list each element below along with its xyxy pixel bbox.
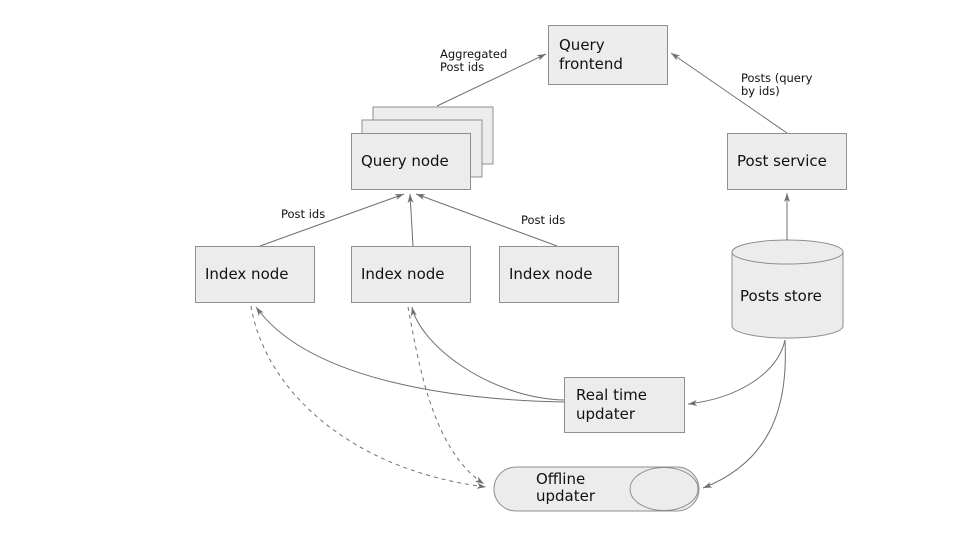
post-service-label: Post service bbox=[737, 152, 827, 170]
edge-indexnode1-to-offlineupdater-dashed bbox=[250, 305, 487, 489]
real-time-updater-label-line2: updater bbox=[576, 405, 636, 423]
index-node-1-label: Index node bbox=[205, 265, 289, 283]
aggregated-post-ids-line2: Post ids bbox=[440, 60, 485, 74]
node-post-service: Post service bbox=[727, 133, 847, 190]
edge-querynode-to-queryfrontend bbox=[436, 53, 547, 107]
node-index-node-2: Index node bbox=[351, 246, 471, 303]
node-real-time-updater: Real time updater bbox=[564, 377, 685, 433]
edge-indexnode1-to-querynode bbox=[259, 193, 405, 247]
edge-label-posts-query-by-ids: Posts (query by ids) bbox=[741, 72, 812, 98]
index-node-3-label: Index node bbox=[509, 265, 593, 283]
query-frontend-label-line2: frontend bbox=[559, 55, 623, 73]
node-index-node-3: Index node bbox=[499, 246, 619, 303]
node-index-node-1: Index node bbox=[195, 246, 315, 303]
posts-store-cylinder-body bbox=[731, 251, 844, 339]
edge-postservice-to-queryfrontend bbox=[670, 52, 788, 134]
aggregated-post-ids-line1: Aggregated bbox=[440, 47, 508, 61]
posts-store-cylinder-top bbox=[731, 239, 844, 265]
node-query-frontend: Query frontend bbox=[548, 25, 668, 85]
edge-indexnode3-to-querynode bbox=[415, 193, 558, 247]
edge-poststore-to-offlineupdater bbox=[702, 339, 786, 489]
node-query-node: Query node bbox=[351, 133, 471, 190]
index-node-2-label: Index node bbox=[361, 265, 445, 283]
offline-updater-label-line2: updater bbox=[536, 487, 596, 505]
posts-query-line1: Posts (query bbox=[741, 71, 813, 85]
posts-query-line2: by ids) bbox=[741, 84, 780, 98]
edge-indexnode2-to-querynode bbox=[407, 193, 414, 247]
edge-label-aggregated-post-ids: Aggregated Post ids bbox=[440, 48, 507, 74]
real-time-updater-label-line1: Real time bbox=[576, 386, 647, 404]
edge-poststore-to-realtimeupdater bbox=[687, 339, 786, 406]
offline-updater-label-line1: Offline bbox=[536, 470, 586, 488]
edge-label-post-ids-left: Post ids bbox=[281, 207, 326, 221]
offline-updater-pill bbox=[493, 466, 700, 512]
posts-store-label: Posts store bbox=[740, 287, 822, 305]
query-frontend-label-line1: Query bbox=[559, 36, 605, 54]
edge-indexnode2-to-offlineupdater-dashed bbox=[407, 306, 485, 485]
edge-realtimeupdater-to-indexnode1 bbox=[255, 306, 565, 403]
offline-updater-label: Offline updater bbox=[536, 471, 595, 505]
edge-realtimeupdater-to-indexnode2 bbox=[410, 306, 565, 401]
edge-label-post-ids-right: Post ids bbox=[521, 213, 566, 227]
query-node-label: Query node bbox=[361, 152, 449, 170]
offline-updater-end-ellipse bbox=[629, 467, 699, 511]
